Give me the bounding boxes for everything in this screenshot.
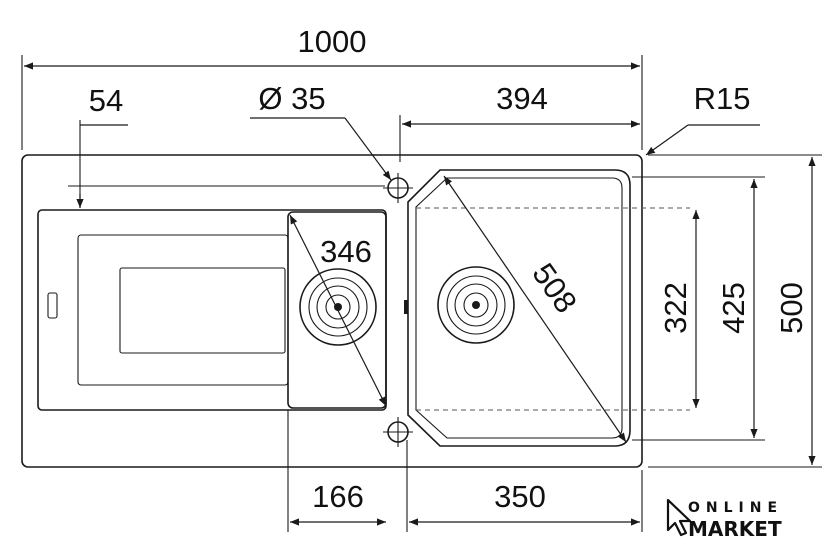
dimension-label-overall-depth: 500 bbox=[774, 282, 809, 334]
dimension-label-bowl-depth-inner: 322 bbox=[658, 282, 693, 334]
dimension-label-tap-hole: Ø 35 bbox=[258, 81, 325, 116]
dimension-small-bowl-width: 166 bbox=[287, 410, 408, 532]
small-bowl-drain-icon bbox=[299, 268, 377, 346]
dimension-main-bowl-width: 394 bbox=[399, 81, 640, 162]
dimension-label-main-bowl-width: 394 bbox=[496, 81, 548, 116]
dimension-label-overall-width: 1000 bbox=[298, 24, 367, 59]
dimension-label-small-bowl-diagonal: 346 bbox=[320, 234, 372, 269]
dimension-small-bowl-diagonal: 346 bbox=[289, 214, 387, 407]
dimension-overall-width: 1000 bbox=[21, 24, 643, 150]
dimension-main-bowl-diagonal: 508 bbox=[443, 175, 627, 443]
logo-text-market: MARKET bbox=[688, 517, 782, 541]
tap-hole-top-icon bbox=[383, 173, 413, 203]
dimension-bowl-depth-outer: 425 bbox=[632, 176, 765, 441]
online-market-logo: ONLINE MARKET bbox=[666, 498, 783, 541]
dimension-label-main-bowl-diagonal: 508 bbox=[525, 257, 583, 319]
tap-hole-bottom-icon bbox=[383, 417, 413, 447]
cursor-arrow-icon bbox=[666, 498, 692, 537]
dimension-drainer-offset: 54 bbox=[68, 83, 385, 208]
dimension-overall-depth: 500 bbox=[648, 154, 822, 468]
main-bowl bbox=[404, 169, 690, 447]
dimension-bowl-depth-inner: 322 bbox=[658, 210, 700, 408]
dimension-label-corner-radius: R15 bbox=[694, 81, 751, 116]
dimension-main-bowl-bottom-width: 350 bbox=[409, 470, 643, 532]
dimension-label-small-bowl-width: 166 bbox=[312, 479, 364, 514]
sink-outline bbox=[21, 154, 643, 468]
main-bowl-drain-icon bbox=[437, 266, 515, 344]
dimension-corner-radius: R15 bbox=[645, 81, 760, 156]
dimension-label-drainer-offset: 54 bbox=[89, 83, 123, 118]
dimension-label-main-bowl-bottom-width: 350 bbox=[494, 479, 546, 514]
dimension-tap-hole: Ø 35 bbox=[250, 81, 392, 181]
dimension-label-bowl-depth-outer: 425 bbox=[716, 282, 751, 334]
logo-text-online: ONLINE bbox=[688, 500, 783, 516]
